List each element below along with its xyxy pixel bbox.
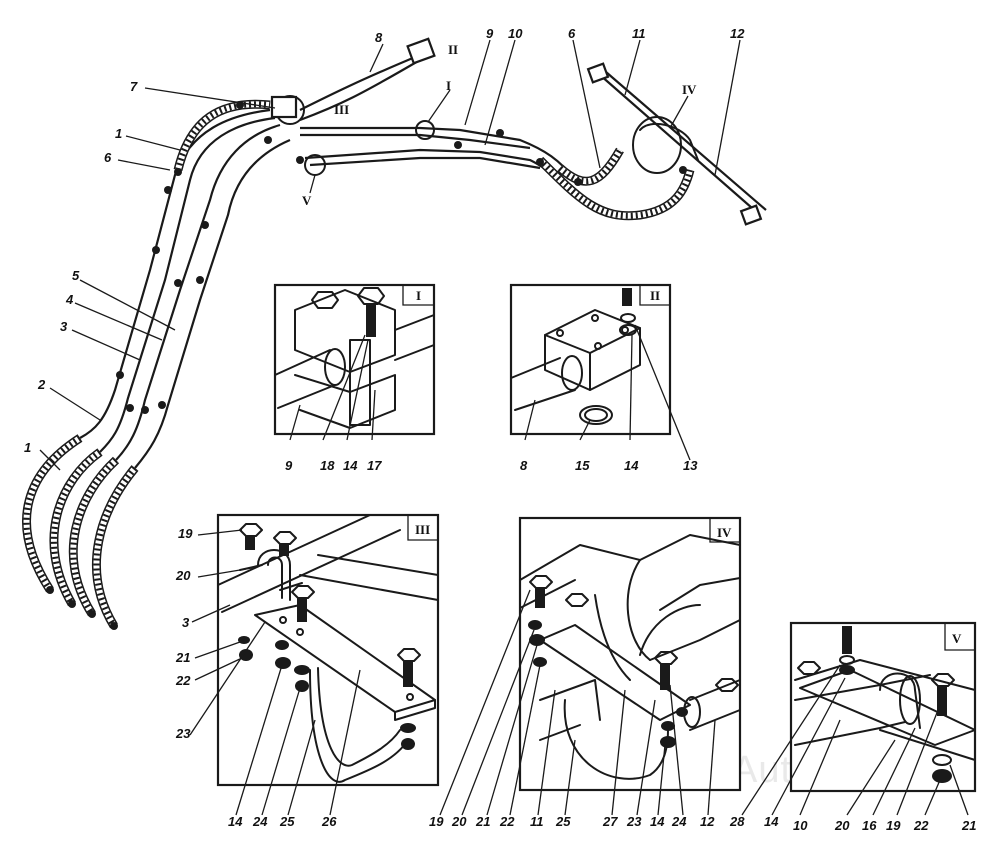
inset-ii-label-14: 14 [624,458,639,473]
inset-v-label-16: 16 [862,818,877,833]
inset-iv-label-23: 23 [626,814,642,829]
label-1-top: 1 [115,126,122,141]
inset-ii-label-13: 13 [683,458,698,473]
inset-i: I [273,283,436,441]
view-marker-iv: IV [682,82,697,97]
inset-v-label-14: 14 [764,814,779,829]
inset-ii-label-15: 15 [575,458,590,473]
inset-i-label-18: 18 [320,458,335,473]
inset-v-title: V [952,631,962,646]
inset-iv: IV [439,516,742,816]
inset-i-label-14: 14 [343,458,358,473]
pipeline-assembly [22,37,767,630]
label-1-bottom: 1 [24,440,31,455]
label-12: 12 [730,26,745,41]
inset-ii: II [509,283,691,461]
label-6-left: 6 [104,150,112,165]
inset-iii-label-3: 3 [182,615,190,630]
inset-v-label-10: 10 [793,818,808,833]
inset-i-label-9: 9 [285,458,293,473]
inset-iii-label-21: 21 [175,650,190,665]
main-leaders [39,39,741,471]
view-marker-v: V [302,193,312,208]
inset-v-label-28: 28 [729,814,745,829]
inset-iv-label-22: 22 [499,814,515,829]
inset-iii-label-19: 19 [178,526,193,541]
view-marker-iii: III [334,102,349,117]
inset-i-label-17: 17 [367,458,382,473]
inset-iv-label-27: 27 [602,814,618,829]
inset-iv-label-11: 11 [530,814,544,829]
inset-v-label-19: 19 [886,818,901,833]
inset-iii-label-24: 24 [252,814,268,829]
label-3: 3 [60,319,68,334]
inset-iii: III [189,513,440,816]
inset-iv-label-14: 14 [650,814,665,829]
view-marker-ii: II [448,42,458,57]
inset-iv-label-20: 20 [451,814,467,829]
label-6-right: 6 [568,26,576,41]
inset-iii-label-20: 20 [175,568,191,583]
label-7: 7 [130,79,138,94]
label-10: 10 [508,26,523,41]
inset-v: V [741,621,977,816]
inset-iv-label-19: 19 [429,814,444,829]
label-8: 8 [375,30,383,45]
inset-v-label-22: 22 [913,818,929,833]
inset-iii-label-14: 14 [228,814,243,829]
view-marker-i: I [446,78,451,93]
label-11: 11 [632,26,646,41]
inset-v-label-21: 21 [961,818,976,833]
inset-ii-title: II [650,288,660,303]
label-5: 5 [72,268,80,283]
inset-iv-label-12: 12 [700,814,715,829]
inset-iv-label-21: 21 [475,814,490,829]
inset-iii-title: III [415,522,430,537]
inset-iv-title: IV [717,525,732,540]
inset-iii-label-25: 25 [279,814,295,829]
inset-ii-label-8: 8 [520,458,528,473]
inset-iv-label-24: 24 [671,814,687,829]
label-2: 2 [37,377,46,392]
inset-iv-label-25: 25 [555,814,571,829]
inset-iii-label-22: 22 [175,673,191,688]
inset-iii-label-26: 26 [321,814,337,829]
inset-v-label-20: 20 [834,818,850,833]
label-9: 9 [486,26,494,41]
inset-iii-label-23: 23 [175,726,191,741]
label-4: 4 [65,292,74,307]
inset-i-title: I [416,288,421,303]
